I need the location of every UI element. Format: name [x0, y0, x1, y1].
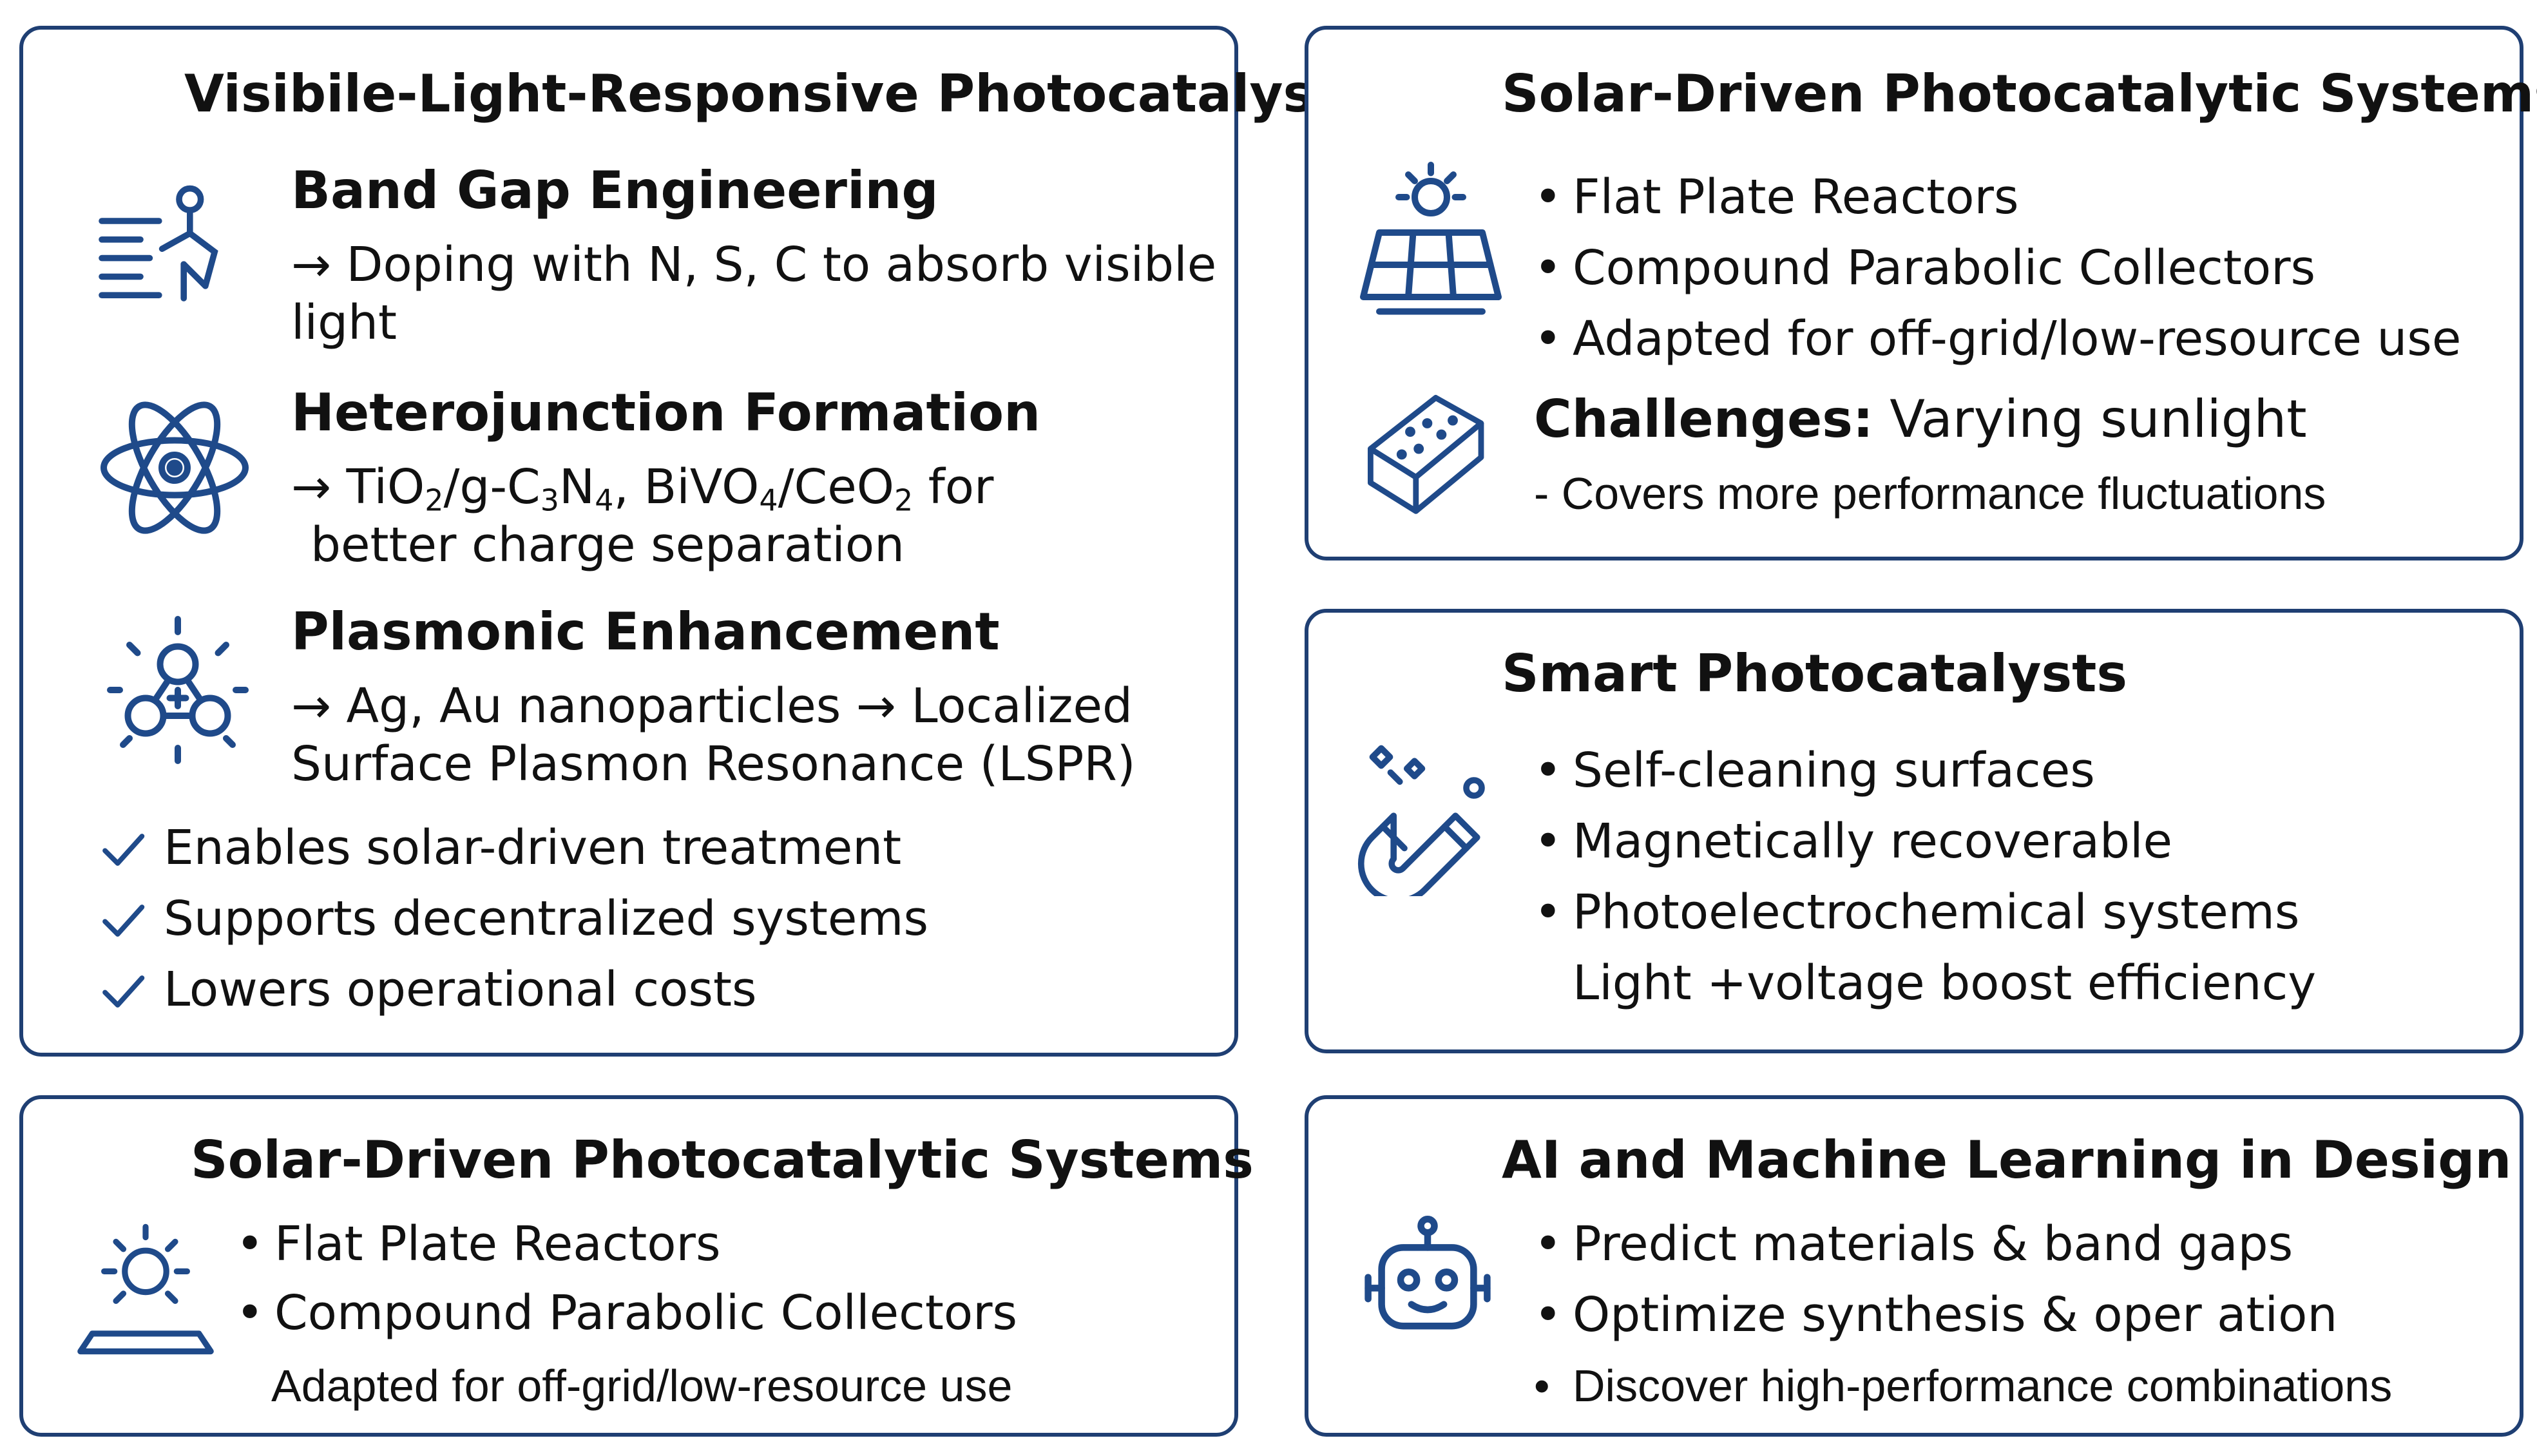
bullet-item: • Discover high-performance combinations [1534, 1357, 2392, 1415]
bullet-item: •Flat Plate Reactors [1534, 168, 2019, 226]
challenge-note: - Covers more performance fluctuations [1534, 468, 2326, 519]
band-gap-line2: light [291, 295, 397, 350]
panel-title: Smart Photocatalysts [1502, 644, 2127, 704]
check-item: Enables solar-driven treatment [164, 820, 902, 876]
bullet-glyph: • [1534, 240, 1562, 296]
molecule-icon [97, 609, 258, 771]
challenge-label: Challenges: [1534, 389, 1873, 449]
bullet-glyph: • [1534, 311, 1562, 367]
plasmonic-heading: Plasmonic Enhancement [291, 602, 1000, 662]
bullet-glyph: • [1534, 1361, 1550, 1411]
bullet-text: Compound Parabolic Collectors [1573, 240, 2316, 296]
band-gap-line1: → Doping with N, S, C to absorb visible [291, 237, 1217, 292]
bullet-glyph: • [1534, 743, 1562, 798]
check-icon [101, 827, 146, 872]
bullet-item: •Self-cleaning surfaces [1534, 742, 2095, 800]
panel-visible-light: Visibile-Light-Responsive Photocatalysts… [19, 26, 1369, 1057]
panel-title: AI and Machine Learning in Design [1502, 1130, 2512, 1190]
bullet-item: •Adapted for off-grid/low-resource use [1534, 310, 2461, 368]
bullet-item: •Optimize synthesis & oper ation [1534, 1286, 2337, 1344]
bullet-item: •Flat Plate Reactors [236, 1215, 721, 1273]
bullet-glyph: • [236, 1285, 264, 1341]
bullet-item: •Magnetically recoverable [1534, 812, 2172, 870]
sun-lamp-icon [72, 1215, 220, 1363]
formula-ti: TiO [346, 459, 425, 515]
bullet-text: Flat Plate Reactors [274, 1216, 721, 1272]
bullet-glyph: • [1534, 169, 1562, 225]
bullet-glyph: • [1534, 814, 1562, 869]
smart-extra-line: Light +voltage boost efficiency [1573, 955, 2317, 1011]
panel-solar-driven-top: Solar-Driven Photocatalytic Systems •Fla… [1305, 26, 2537, 560]
formula-bivo: , BiVO [613, 459, 760, 515]
check-icon [101, 898, 146, 943]
panel-title: Visibile-Light-Responsive Photocatalysts [184, 64, 1369, 124]
atom-icon [94, 387, 255, 548]
bullet-item: •Compound Parabolic Collectors [236, 1284, 1017, 1342]
formula-n: N [559, 459, 595, 515]
bullet-glyph: • [236, 1216, 264, 1272]
bullet-text: Discover high-performance combinations [1573, 1361, 2393, 1411]
formula-sub: 3 [540, 483, 559, 518]
formula-gc: /g-C [443, 459, 541, 515]
solar-panel-icon [1350, 162, 1511, 323]
panel-title: Solar-Driven Photocatalytic Systems [191, 1130, 1254, 1190]
formula-tail: for [913, 459, 994, 515]
bullet-text: Predict materials & band gaps [1573, 1216, 2293, 1272]
bullet-text: Photoelectrochemical systems [1573, 885, 2300, 940]
bullet-text: Flat Plate Reactors [1573, 169, 2019, 225]
formula-arrow: → [291, 459, 347, 515]
bullet-text: Compound Parabolic Collectors [274, 1285, 1018, 1341]
panel-title: Solar-Driven Photocatalytic Systems [1502, 64, 2537, 124]
plasmonic-line1: → Ag, Au nanoparticles → Localized [291, 678, 1133, 734]
formula-sub: 2 [425, 483, 444, 518]
heterojunction-formula: → TiO2/g-C3N4, BiVO4/CeO2 for [291, 458, 993, 516]
magnet-icon [1350, 742, 1505, 896]
panel-smart-photocatalysts: Smart Photocatalysts •Self-cleaning surf… [1305, 609, 2523, 1053]
bullet-item: •Compound Parabolic Collectors [1534, 239, 2315, 297]
bullet-glyph: • [1534, 1287, 1562, 1343]
bullet-glyph: • [1534, 1216, 1562, 1272]
robot-icon [1360, 1215, 1495, 1350]
bullet-item: •Photoelectrochemical systems [1534, 883, 2299, 941]
band-gap-heading: Band Gap Engineering [291, 160, 939, 220]
bullet-text: Magnetically recoverable [1573, 814, 2173, 869]
ruler-figure-icon [94, 175, 249, 329]
panel-ai-machine-learning: AI and Machine Learning in Design •Predi… [1305, 1095, 2523, 1437]
formula-ceo: /CeO [778, 459, 894, 515]
formula-sub: 2 [894, 483, 914, 518]
plasmonic-line2: Surface Plasmon Resonance (LSPR) [291, 736, 1136, 792]
formula-sub: 4 [595, 483, 614, 518]
bullet-item: •Predict materials & band gaps [1534, 1215, 2293, 1273]
sponge-icon [1354, 381, 1495, 522]
bullet-glyph: • [1534, 885, 1562, 940]
bullet-text: Self-cleaning surfaces [1573, 743, 2095, 798]
bullet-text: Optimize synthesis & oper ation [1573, 1287, 2338, 1343]
bullet-text: Adapted for off-grid/low-resource use [1573, 311, 2462, 367]
formula-sub: 4 [759, 483, 778, 518]
panel-solar-driven-bottom: Solar-Driven Photocatalytic Systems •Fla… [19, 1095, 1254, 1437]
check-item: Lowers operational costs [164, 962, 757, 1017]
challenge-line: Challenges: Varying sunlight [1534, 387, 2307, 452]
solar-bottom-extra-line: Adapted for off-grid/low-resource use [271, 1361, 1013, 1411]
heterojunction-line2: better charge separation [311, 517, 905, 573]
check-item: Supports decentralized systems [164, 891, 929, 946]
check-icon [101, 969, 146, 1014]
challenge-text: Varying sunlight [1873, 389, 2307, 449]
heterojunction-heading: Heterojunction Formation [291, 383, 1041, 443]
